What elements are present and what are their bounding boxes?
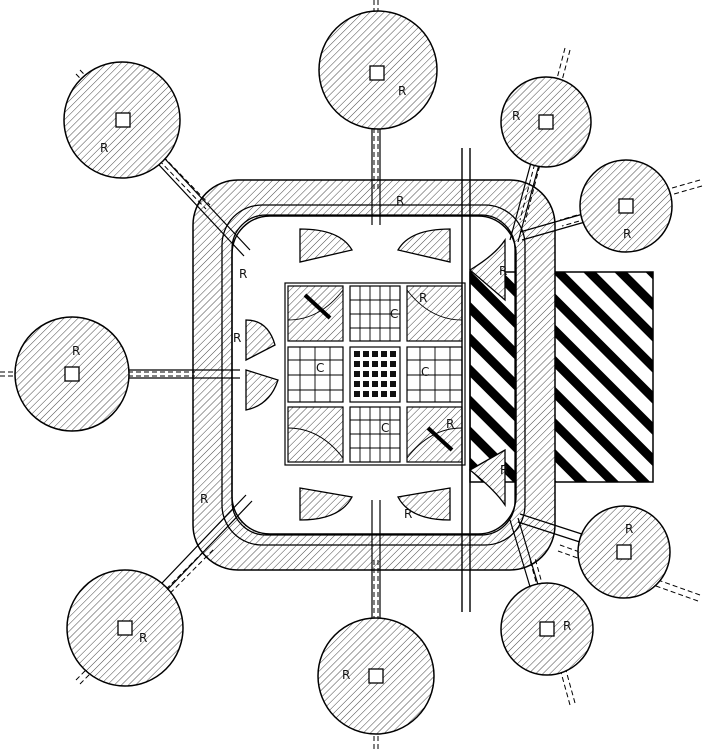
label-r-southeast-2: R <box>563 619 571 633</box>
east-railway <box>461 148 471 612</box>
diagonal-rail-marks <box>303 293 454 452</box>
label-c-west: C <box>316 361 324 375</box>
zone-labels: R R R R R R R R R R R R R R R R R R C C … <box>72 84 633 682</box>
label-r-southwest: R <box>139 631 147 645</box>
ring-road <box>221 204 526 546</box>
label-r-belt-sw: R <box>200 492 208 506</box>
label-r-belt-ne: R <box>499 264 507 278</box>
inner-residential-lobes <box>245 228 506 521</box>
core-street-grid <box>287 286 463 462</box>
label-c-east: C <box>421 365 429 379</box>
station-squares <box>64 65 634 684</box>
label-r-southeast-1: R <box>625 522 633 536</box>
central-dense-grid <box>354 351 396 397</box>
label-r-northeast-1: R <box>512 109 520 123</box>
label-r-south: R <box>342 668 350 682</box>
label-r-belt-west: R <box>233 331 241 345</box>
label-r-belt-south: R <box>404 507 412 521</box>
label-r-west: R <box>72 344 80 358</box>
label-r-northeast-2: R <box>623 227 631 241</box>
label-c-south: C <box>381 421 389 435</box>
label-r-belt-north: R <box>396 194 404 208</box>
label-r-belt-nw: R <box>239 267 247 281</box>
label-r-north: R <box>398 84 406 98</box>
label-r-core-se: R <box>446 417 454 431</box>
label-r-belt-se: R <box>500 463 508 477</box>
label-c-north: C <box>390 307 398 321</box>
label-r-core-ne: R <box>419 291 427 305</box>
industrial-zone <box>469 271 654 483</box>
label-r-northwest: R <box>100 141 108 155</box>
